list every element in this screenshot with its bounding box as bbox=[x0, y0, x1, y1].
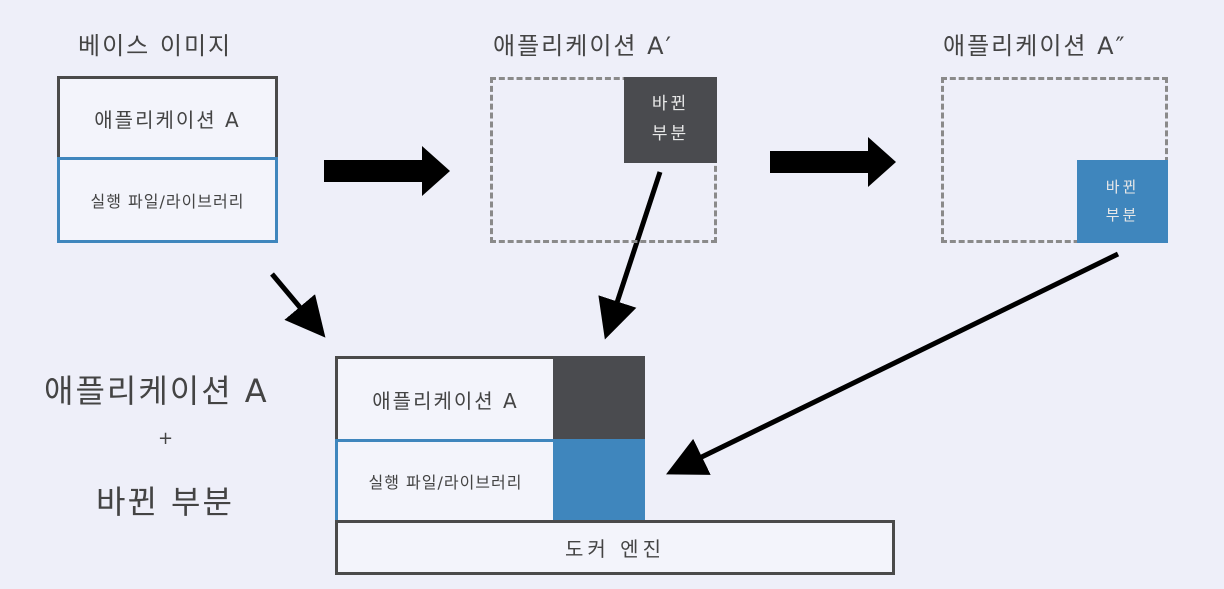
combined-app-layer: 애플리케이션 A bbox=[335, 356, 556, 442]
app-double-prime-changed-part: 바뀐 부분 bbox=[1077, 160, 1168, 243]
arrow-base-to-combined bbox=[270, 272, 326, 338]
app-prime-changed-line2: 부분 bbox=[651, 124, 690, 144]
combined-app-changed-part bbox=[553, 356, 645, 442]
big-arrow-right-2 bbox=[770, 137, 896, 187]
base-app-layer: 애플리케이션 A bbox=[57, 76, 278, 160]
summary-plus: + bbox=[158, 428, 176, 449]
app-prime-changed-part: 바뀐 부분 bbox=[624, 77, 717, 163]
combined-lib-layer: 실행 파일/라이브러리 bbox=[335, 439, 556, 523]
big-arrow-right-1 bbox=[324, 146, 450, 196]
base-image-title: 베이스 이미지 bbox=[78, 32, 233, 60]
summary-line2: 바뀐 부분 bbox=[96, 483, 234, 521]
base-lib-label: 실행 파일/라이브러리 bbox=[90, 192, 245, 211]
arrow-aprime-to-combined bbox=[598, 171, 663, 340]
summary-line1: 애플리케이션 A bbox=[44, 372, 269, 410]
combined-lib-label: 실행 파일/라이브러리 bbox=[368, 473, 523, 492]
app-prime-title: 애플리케이션 A′ bbox=[493, 32, 673, 60]
app-double-prime-changed-line1: 바뀐 bbox=[1105, 178, 1140, 196]
app-double-prime-changed-line2: 부분 bbox=[1105, 206, 1140, 224]
combined-lib-changed-part bbox=[553, 439, 645, 523]
base-app-label: 애플리케이션 A bbox=[94, 107, 241, 132]
base-lib-layer: 실행 파일/라이브러리 bbox=[57, 157, 278, 243]
arrow-adoubleprime-to-combined bbox=[666, 251, 1120, 475]
docker-engine-layer: 도커 엔진 bbox=[335, 520, 895, 575]
combined-app-label: 애플리케이션 A bbox=[372, 388, 519, 413]
app-double-prime-title: 애플리케이션 A″ bbox=[943, 32, 1127, 60]
docker-engine-label: 도커 엔진 bbox=[565, 537, 665, 561]
app-prime-changed-line1: 바뀐 bbox=[651, 94, 690, 114]
